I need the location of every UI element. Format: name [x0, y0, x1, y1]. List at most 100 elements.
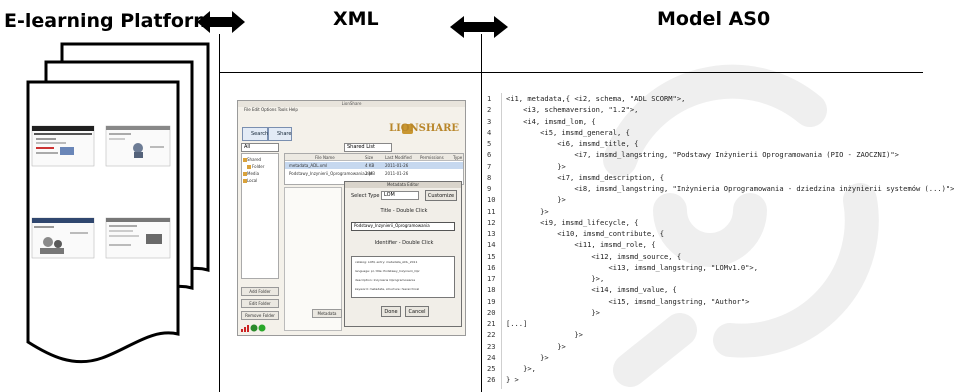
line-number: 12: [487, 217, 496, 227]
line-number: 24: [487, 352, 496, 362]
table-header: File Name Size Last Modified Permissions…: [285, 154, 463, 161]
select-type-label: Select Type: [351, 193, 380, 199]
tree-item[interactable]: Folder: [252, 164, 265, 169]
code-line: }>: [506, 206, 549, 216]
code-line: <i15, imsmd_langstring, "Author">: [506, 296, 750, 306]
line-number: 5: [487, 139, 492, 148]
tree-item[interactable]: Media: [247, 171, 260, 176]
tab-search[interactable]: Search: [242, 127, 268, 141]
tree-item[interactable]: Shared: [247, 157, 262, 162]
file-table: File Name Size Last Modified Permissions…: [284, 153, 464, 185]
title-field[interactable]: Podstawy_Inzynierii_Oprogramowania: [351, 222, 455, 231]
folder-icon: [243, 179, 247, 183]
customize-button[interactable]: Customize: [425, 190, 457, 201]
code-line: <i3, schemaversion, "1.2">,: [506, 105, 639, 115]
code-line: }>: [506, 341, 566, 351]
tab-share[interactable]: Share: [268, 127, 292, 141]
header-divider: [219, 72, 923, 73]
code-line: }>: [506, 352, 549, 362]
code-line: <i11, imsmd_role, {: [506, 240, 656, 250]
side-panel: [284, 187, 342, 331]
code-line: }>,: [506, 364, 536, 373]
line-number: 16: [487, 262, 496, 272]
line-number: 23: [487, 341, 496, 351]
folder-icon: [243, 158, 247, 162]
code-line: <i13, imsmd_langstring, "LOMv1.0">,: [506, 262, 758, 272]
code-line: }>: [506, 330, 583, 340]
app-logo: LIONSHARE: [389, 123, 459, 134]
tree-item[interactable]: Local: [247, 178, 258, 183]
double-arrow-icon: [197, 11, 245, 33]
column-header[interactable]: File Name: [315, 155, 335, 160]
platform-thumbnail: [31, 125, 95, 167]
add-folder-button[interactable]: Add Folder: [241, 287, 279, 296]
code-line: <i4, imsmd_lom, {: [506, 116, 596, 126]
line-number: 18: [487, 285, 496, 295]
code-line: } >: [506, 375, 519, 385]
identifier-section-label: Identifier - Double Click: [374, 240, 434, 246]
column-header[interactable]: Last Modified: [385, 155, 412, 160]
list-select[interactable]: Shared List: [344, 143, 392, 152]
menu-bar[interactable]: File Edit Options Tools Help: [244, 107, 298, 112]
metadata-dialog: Metadata Editor Select Type LOM Customiz…: [344, 181, 462, 327]
list-item[interactable]: catalog: LOM, entry: metadata_ADL_2011: [355, 260, 418, 264]
column-divider: [219, 34, 220, 392]
type-select[interactable]: LOM: [381, 191, 419, 200]
line-number: 6: [487, 150, 492, 160]
diagram-header: E-learning Platform XML Model AS0: [0, 0, 923, 72]
code-line: <i9, imsmd_lifecycle, {: [506, 217, 639, 227]
line-number: 15: [487, 251, 496, 261]
list-item[interactable]: keyword: metadata, structure: hierarchic…: [355, 287, 420, 291]
column-divider: [481, 34, 482, 392]
cancel-button[interactable]: Cancel: [405, 306, 429, 317]
double-arrow-icon: [450, 16, 508, 38]
code-line: }>: [506, 307, 600, 317]
list-item[interactable]: language: pl, title: Podstawy_Inzynierii…: [355, 269, 420, 273]
code-line: }>: [506, 161, 566, 171]
code-line: <i5, imsmd_general, {: [506, 127, 630, 137]
code-line: <i12, imsmd_source, {: [506, 251, 682, 261]
line-number: 4: [487, 127, 492, 137]
cell-date: 2011-01-26: [385, 171, 409, 176]
line-number: 13: [487, 229, 496, 238]
table-row[interactable]: Podstawy_Inzynierii_Oprogramowania.zip 2…: [285, 170, 463, 177]
line-number: 2: [487, 105, 492, 115]
column-header[interactable]: Size: [365, 155, 374, 160]
line-number: 9: [487, 184, 492, 193]
xml-application-screenshot: LionShare File Edit Options Tools Help S…: [237, 100, 466, 336]
column-header[interactable]: Type: [453, 155, 463, 160]
line-number: 20: [487, 307, 496, 317]
line-number: 25: [487, 364, 496, 373]
line-number: 19: [487, 296, 496, 306]
code-line: [...]: [506, 319, 528, 328]
line-number: 26: [487, 375, 496, 385]
code-lines: <i1, metadata,{ <i2, schema, "ADL SCORM"…: [506, 93, 954, 386]
xml-title: XML: [333, 8, 379, 30]
code-line: <i1, metadata,{ <i2, schema, "ADL SCORM"…: [506, 94, 686, 103]
line-number: 8: [487, 172, 492, 182]
code-line: <i7, imsmd_langstring, "Podstawy Inżynie…: [506, 150, 899, 160]
column-header[interactable]: Permissions: [420, 155, 444, 160]
table-row[interactable]: metadata_ADL.xml 4 KB 2011-01-26: [285, 162, 463, 169]
done-button[interactable]: Done: [381, 306, 401, 317]
remove-folder-button[interactable]: Remove Folder: [241, 311, 279, 320]
code-line: <i8, imsmd_langstring, "Inżynieria Oprog…: [506, 184, 954, 193]
folder-tree: Shared Folder Media Local: [241, 153, 279, 279]
line-number: 3: [487, 116, 492, 126]
code-line: <i14, imsmd_value, {: [506, 285, 677, 295]
filter-select[interactable]: All: [241, 143, 279, 152]
cell-size: 2 MB: [365, 171, 376, 176]
code-line: }>,: [506, 274, 605, 283]
list-item[interactable]: description: Inzynieria Oprogramowania: [355, 278, 416, 282]
metadata-button[interactable]: Metadata: [312, 309, 342, 318]
identifier-list[interactable]: catalog: LOM, entry: metadata_ADL_2011 l…: [351, 256, 455, 298]
line-number: 7: [487, 161, 492, 171]
folder-icon: [243, 172, 247, 176]
line-number: 21: [487, 319, 496, 328]
window-title: LionShare: [238, 101, 465, 107]
edit-folder-button[interactable]: Edit Folder: [241, 299, 279, 308]
line-number: 11: [487, 206, 496, 216]
line-number: 10: [487, 195, 496, 205]
